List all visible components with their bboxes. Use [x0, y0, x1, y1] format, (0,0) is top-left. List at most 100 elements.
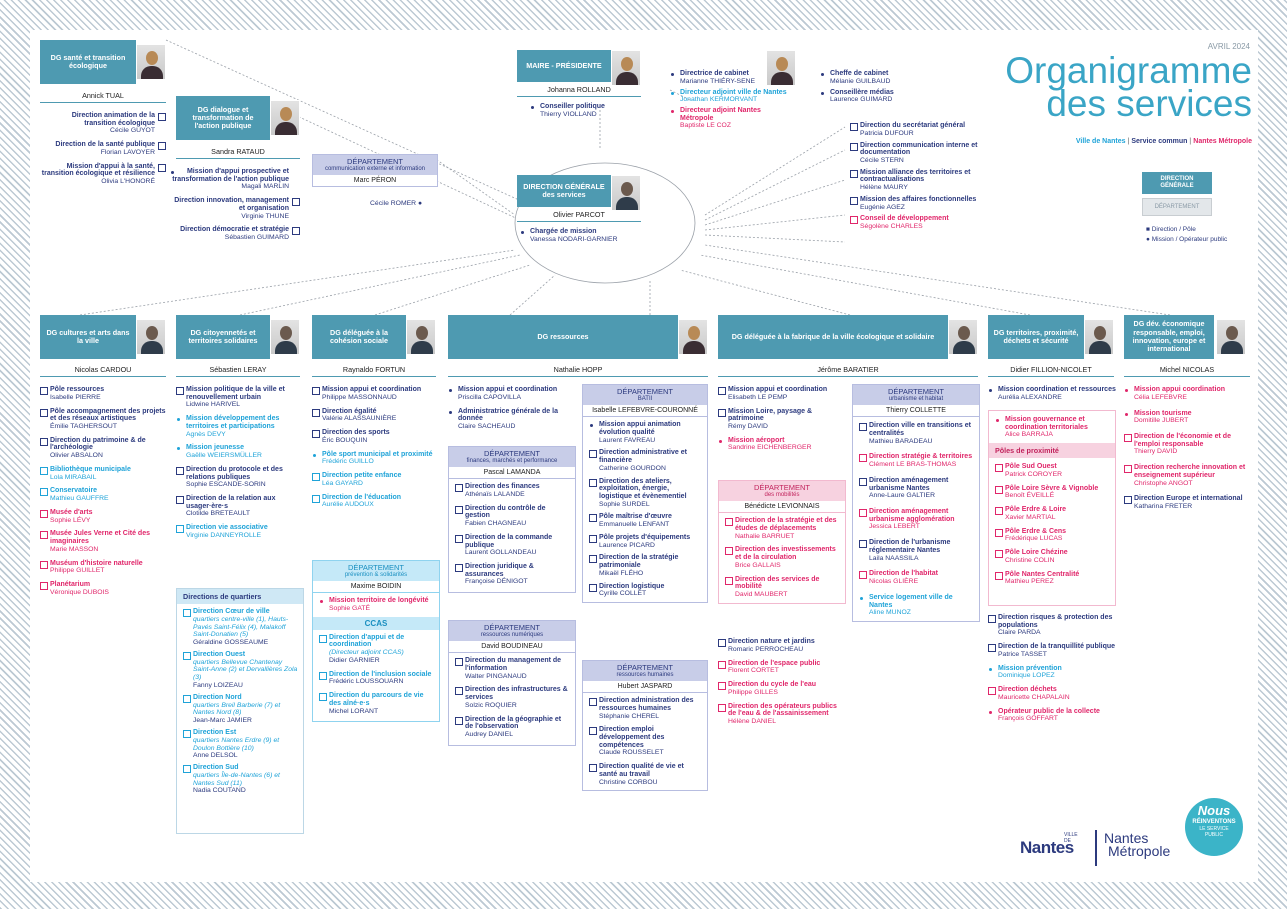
legend-metropole: Nantes Métropole — [1193, 138, 1252, 145]
col2-header: DG citoyennetés et territoires solidaire… — [176, 315, 270, 359]
item-person: Olivia L'HONORÉ — [101, 178, 155, 186]
ville-nantes-logo: VILLE DE Nantes — [1020, 832, 1078, 858]
item-person: Clément LE BRAS-THOMAS — [869, 461, 957, 469]
item-person: Cécile GUYOT — [110, 127, 155, 135]
directions-quartiers: Directions de quartiers Direction Cœur d… — [176, 588, 304, 834]
item-person: Benoît ÉVEILLÉ — [1005, 492, 1055, 500]
item-title: Mission appui et coordination — [458, 386, 558, 393]
item-person: Claire PARDA — [998, 629, 1041, 637]
item-title: Mission jeunesse — [186, 444, 244, 452]
item-person: Valérie ALASSAUNIÈRE — [322, 415, 397, 423]
item-title: Direction de la stratégie et des études … — [735, 517, 837, 532]
item-person: Ségolène CHARLES — [860, 223, 923, 231]
col2-list: Mission politique de la ville et renouve… — [176, 386, 304, 546]
item-title: Direction des finances — [465, 483, 540, 491]
item-person: Hélène MAURY — [860, 184, 908, 192]
item-person: Vanessa NODARI-GARNIER — [530, 235, 618, 243]
item-person: Mathieu GAUFFRE — [50, 495, 109, 503]
dept-head-name: Pascal LAMANDA — [449, 467, 575, 480]
photo-hopp — [678, 319, 708, 355]
item-person: Stéphanie CHEREL — [599, 712, 660, 720]
item-title: Direction de la relation aux usager·ère·… — [186, 495, 276, 510]
item-person: Patrice TASSET — [998, 650, 1047, 658]
col2-name: Sébastien LERAY — [176, 364, 300, 377]
item-person: Sandrine EICHENBERGER — [728, 444, 812, 452]
item-title: Musée Jules Verne et Cité des imaginaire… — [50, 530, 150, 546]
page-title: Organigramme des services — [1005, 52, 1252, 122]
dept-title: DÉPARTEMENT — [888, 387, 944, 396]
col6-name: Didier FILLION-NICOLET — [988, 364, 1114, 377]
ccas-list: Direction d'appui et de coordination(Dir… — [313, 630, 439, 716]
legend-ville: Ville de Nantes — [1075, 138, 1126, 145]
col1-name: Nicolas CARDOU — [40, 364, 166, 377]
item-title: Direction aménagement urbanisme Nantes — [869, 476, 949, 492]
item-title: Mission aéroport — [728, 436, 785, 444]
dg-dialogue-list: Mission d'appui prospective et transform… — [170, 168, 300, 248]
item-title: Cheffe de cabinet — [830, 70, 889, 77]
item-title: Direction des investissements et de la c… — [735, 546, 836, 562]
item-person: Aline MUNOZ — [869, 609, 911, 617]
item-title: Muséum d'histoire naturelle — [50, 559, 143, 567]
dept-head-name: Bénédicte LEVIONNAIS — [719, 501, 845, 514]
dept-head-name: Marc PÉRON — [353, 177, 397, 185]
dept-head-name: Maxime BOIDIN — [313, 581, 439, 594]
item-person: Michel LORANT — [329, 707, 379, 715]
item-person: Thierry VIOLLAND — [540, 110, 597, 118]
item-title: Direction du parcours de vie des aîné·e·… — [329, 692, 424, 707]
item-title: Direction animation de la transition éco… — [71, 112, 155, 127]
item-person: François GOFFART — [998, 715, 1058, 723]
item-title: Direction ville en transitions et centra… — [869, 422, 971, 437]
item-title: Mission politique de la ville et renouve… — [186, 386, 285, 401]
dept-subtitle: des mobilités — [764, 491, 800, 498]
item-title: Mission appui coordination — [1134, 386, 1225, 393]
date-label: AVRIL 2024 — [1207, 42, 1250, 51]
dept-title: DÉPARTEMENT — [347, 157, 403, 166]
legend-direction: ■ Direction / Pôle — [1146, 226, 1196, 233]
item-person: Fabien CHAGNEAU — [465, 520, 527, 528]
item-person: Marianne THIÉRY-SENE — [680, 77, 756, 85]
item-title: Opérateur public de la collecte — [998, 707, 1100, 715]
item-person: Claude ROUSSELET — [599, 749, 664, 757]
item-person: Sébastien GUIMARD — [224, 234, 289, 242]
item-title: Direction de la géographie et de l'obser… — [465, 715, 562, 731]
item-title: Direction des sports — [322, 429, 390, 436]
col5-name: Jérôme BARATIER — [718, 364, 978, 377]
item-person: Émilie TAGHERSOUT — [50, 422, 117, 430]
dg-dialogue-name: Sandra RATAUD — [176, 146, 300, 159]
item-title: Direction administrative et financière — [599, 449, 687, 465]
extra-person: Cécile ROMER — [370, 200, 417, 207]
item-person: Florian LAVOYER — [100, 148, 155, 156]
quartiers-head: Directions de quartiers — [177, 589, 303, 604]
item-title: Pôle Erdre & Cens — [1005, 527, 1067, 535]
item-title: Service logement ville de Nantes — [869, 593, 953, 609]
item-quartiers: quartiers Bellevue Chantenay Saint-Anne … — [193, 658, 298, 682]
dept-title: DÉPARTEMENT — [754, 483, 810, 492]
col4-name: Nathalie HOPP — [448, 364, 708, 377]
logo-ville-text: Nantes — [1020, 838, 1074, 857]
item-person: Magali MARLIN — [241, 183, 289, 191]
item-person: Dominique LOPEZ — [998, 672, 1055, 680]
item-person: Virginie DANNEYROLLE — [186, 531, 262, 539]
item-person: Fanny LOIZEAU — [193, 682, 243, 690]
col6-list-b: Direction risques & protection des popul… — [988, 614, 1116, 729]
item-title: Direction du protocole et des relations … — [186, 465, 283, 481]
item-title: Conseil de développement — [860, 215, 949, 223]
item-person: Rémy DAVID — [728, 422, 768, 430]
poles-proximite: Mission gouvernance et coordination terr… — [988, 410, 1116, 606]
item-title: Direction de l'économie et de l'emploi r… — [1134, 433, 1231, 448]
item-person: Lidwine HARIVEL — [186, 401, 241, 409]
item-person: Christine CORBOU — [599, 778, 658, 786]
item-title: Direction innovation, management et orga… — [174, 197, 289, 212]
dept-title: DÉPARTEMENT — [348, 563, 404, 572]
